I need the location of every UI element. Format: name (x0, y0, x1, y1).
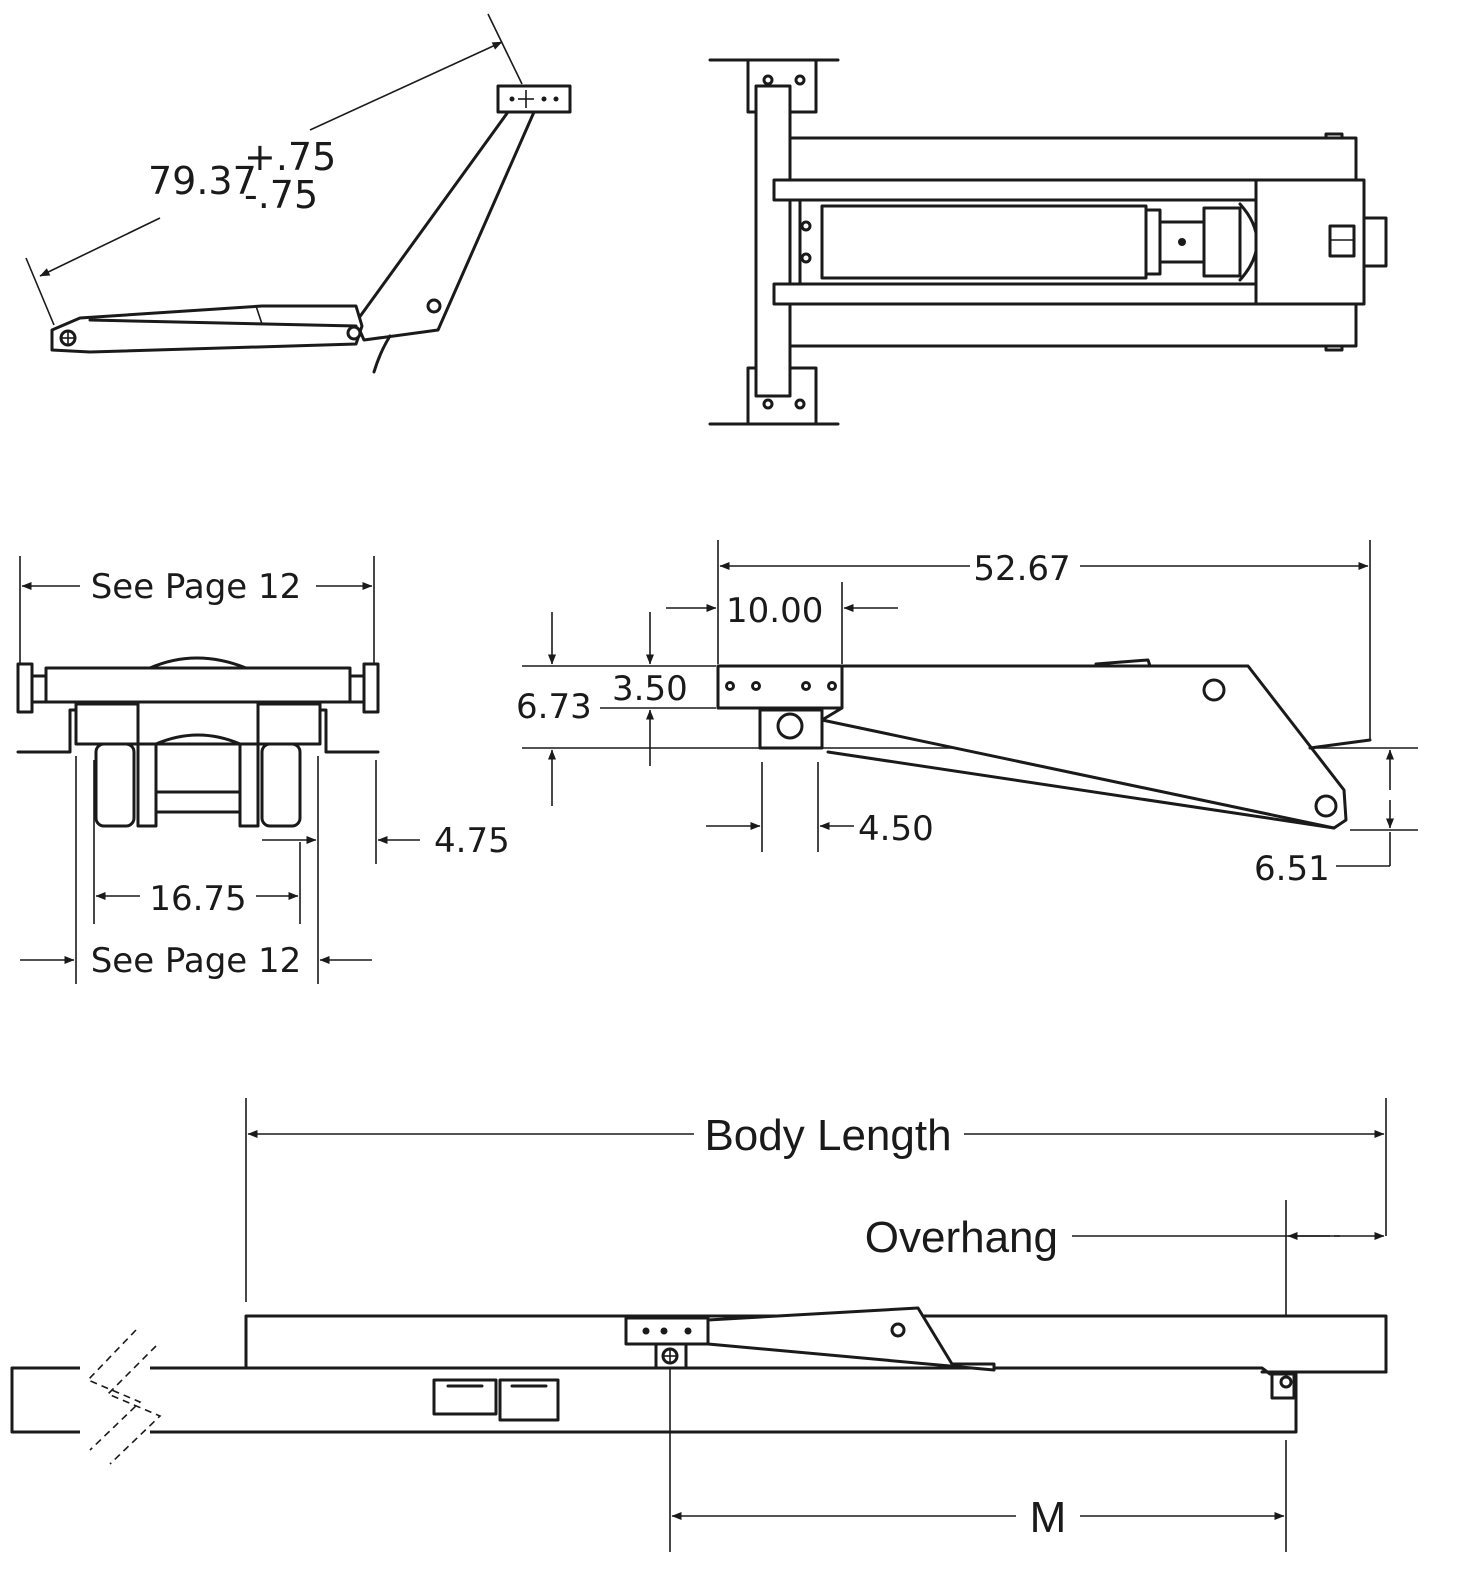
arm-length-dimension: 79.37 (148, 159, 257, 203)
body-length-label: Body Length (704, 1111, 951, 1160)
mount-height: 3.50 (612, 669, 688, 709)
front-top-width: See Page 12 (91, 567, 302, 607)
front-bottom-width: See Page 12 (91, 941, 302, 981)
front-inner-width: 16.75 (149, 879, 246, 919)
mount-length: 10.00 (726, 591, 823, 631)
top-plan-view (708, 58, 1388, 426)
total-height: 6.73 (516, 687, 592, 727)
m-dimension-label: M (1030, 1493, 1067, 1542)
arm-closed-view: 52.67 10.00 6.73 3.50 (516, 540, 1418, 889)
front-offset: 4.75 (434, 821, 510, 861)
drop-height: 6.51 (1254, 849, 1330, 889)
front-view: See Page 12 16.75 4.75 (16, 556, 510, 984)
arm-length-tol-minus: -.75 (244, 173, 318, 217)
arm-length-tol-plus: +.75 (244, 135, 336, 179)
truck-side-view: Body Length Overhang (10, 1098, 1388, 1552)
pivot-width: 4.50 (858, 809, 934, 849)
overhang-label: Overhang (865, 1213, 1058, 1262)
arm-open-view: 79.37 +.75 -.75 (25, 13, 572, 374)
overall-length: 52.67 (973, 549, 1070, 589)
